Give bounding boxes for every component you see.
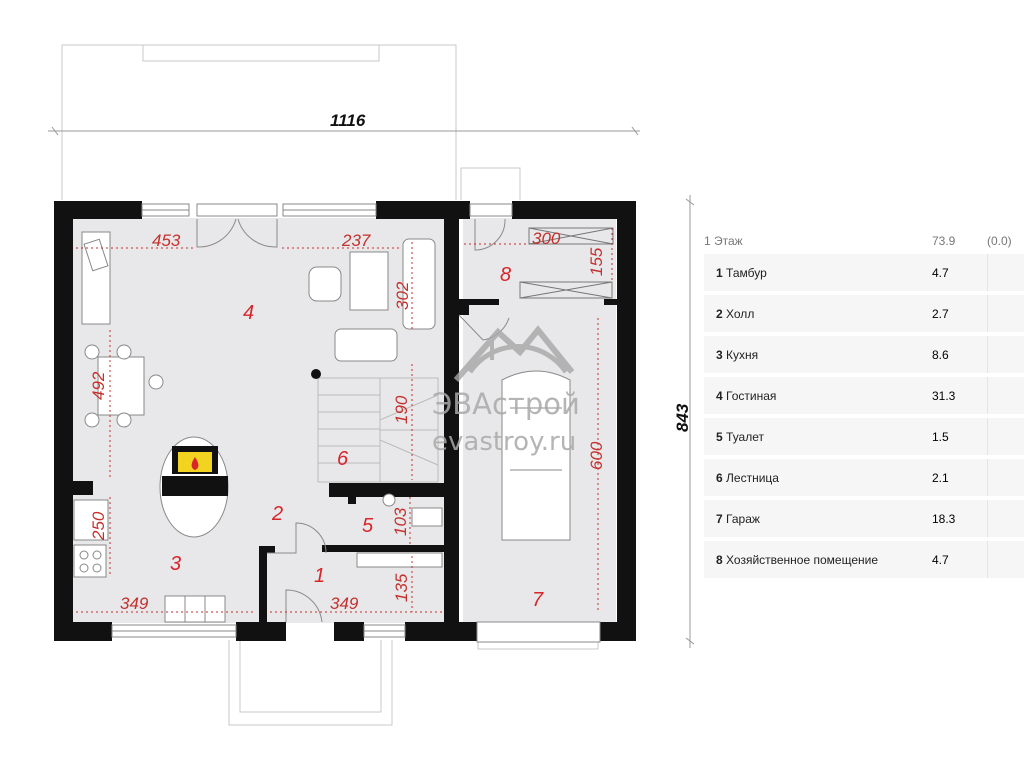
dimension-label: 103 [391,507,410,536]
room-number: 8 [500,264,511,286]
column-divider [987,459,988,496]
room-number: 1 [314,565,325,587]
dimension-label: 155 [587,247,606,276]
column-divider [987,254,988,291]
room-number: 5 [362,515,374,537]
dimension-label: 600 [587,441,606,470]
room-area-cell: 4.7 [932,552,949,567]
column-divider [987,500,988,537]
room-number-cell: 2 [716,306,723,321]
watermark-logo [453,325,575,382]
room-title: Лестница [726,470,779,485]
room-name-cell: 5 Туалет [716,430,764,444]
table-row: 4 Гостиная 31.3 [704,377,1024,414]
dimension-label: 135 [392,573,411,602]
room-number: 6 [337,448,349,470]
room-name-cell: 3 Кухня [716,348,758,362]
column-divider [987,336,988,373]
floor-extra-area: (0.0) [987,234,1012,248]
furniture [73,231,571,623]
table-row: 3 Кухня 8.6 [704,336,1024,373]
floor-label: 1 Этаж [704,234,743,248]
room-title: Гостиная [726,388,777,403]
column-divider [987,541,988,578]
overall-width-dimension: 1116 [330,111,366,130]
dimension-label: 237 [341,231,371,250]
column-marker [311,369,321,379]
floor-plan: 1116 843 453 237 300 155 302 492 190 600… [48,44,695,726]
room-number-cell: 4 [716,388,723,403]
fireplace [159,436,229,538]
room-area-cell: 8.6 [932,347,949,362]
table-row: 2 Холл 2.7 [704,295,1024,332]
room-area-cell: 2.7 [932,306,949,321]
room-title: Тамбур [726,265,767,280]
room-name-cell: 7 Гараж [716,512,760,526]
utility-shelves [519,227,614,299]
room-name-cell: 8 Хозяйственное помещение [716,553,878,567]
room-title: Кухня [726,347,759,362]
room-number-cell: 1 [716,265,723,280]
openings [111,203,601,643]
floor-total-area: 73.9 [932,234,956,248]
table-row: 8 Хозяйственное помещение 4.7 [704,541,1024,578]
room-area-cell: 2.1 [932,470,949,485]
staircase [317,377,439,483]
room-number: 2 [271,503,283,525]
dimension-lines [76,228,613,613]
room-name-cell: 2 Холл [716,307,754,321]
dimension-label: 300 [532,229,561,248]
room-title: Гараж [726,511,760,526]
column-divider [987,295,988,332]
dimension-label: 302 [393,281,412,310]
room-number-cell: 7 [716,511,723,526]
dimension-label: 492 [89,371,108,400]
room-area-cell: 18.3 [932,511,956,526]
room-title: Холл [726,306,755,321]
table-row: 6 Лестница 2.1 [704,459,1024,496]
table-header: 1 Этаж 73.9 (0.0) [704,230,1024,252]
room-name-cell: 6 Лестница [716,471,779,485]
room-number-cell: 8 [716,552,723,567]
room-title: Туалет [726,429,764,444]
room-number-cell: 5 [716,429,723,444]
walls [54,201,636,641]
room-number: 4 [243,302,254,324]
watermark-site: evastroy.ru [432,427,576,457]
table-row: 1 Тамбур 4.7 [704,254,1024,291]
room-area-cell: 1.5 [932,429,949,444]
room-area-cell: 4.7 [932,265,949,280]
room-name-cell: 4 Гостиная [716,389,776,403]
room-area-cell: 31.3 [932,388,956,403]
column-divider [987,377,988,414]
room-number: 7 [532,589,544,611]
room-title: Хозяйственное помещение [726,552,878,567]
dimension-label: 453 [152,231,181,250]
room-area-table: 1 Этаж 73.9 (0.0) 1 Тамбур 4.7 2 Холл 2.7 3 … [704,230,1024,582]
dimension-label: 190 [392,395,411,424]
table-row: 7 Гараж 18.3 [704,500,1024,537]
room-number-cell: 6 [716,470,723,485]
column-divider [987,418,988,455]
table-row: 5 Туалет 1.5 [704,418,1024,455]
room-number-cell: 3 [716,347,723,362]
overall-dimension-lines [48,126,695,648]
room-name-cell: 1 Тамбур [716,266,767,280]
room-number: 3 [170,553,181,575]
watermark-brand: ЭВАстрой [432,387,580,421]
dimension-label: 349 [330,594,359,613]
dimension-label: 349 [120,594,149,613]
overall-height-dimension: 843 [673,403,692,432]
dimension-label: 250 [89,511,108,541]
